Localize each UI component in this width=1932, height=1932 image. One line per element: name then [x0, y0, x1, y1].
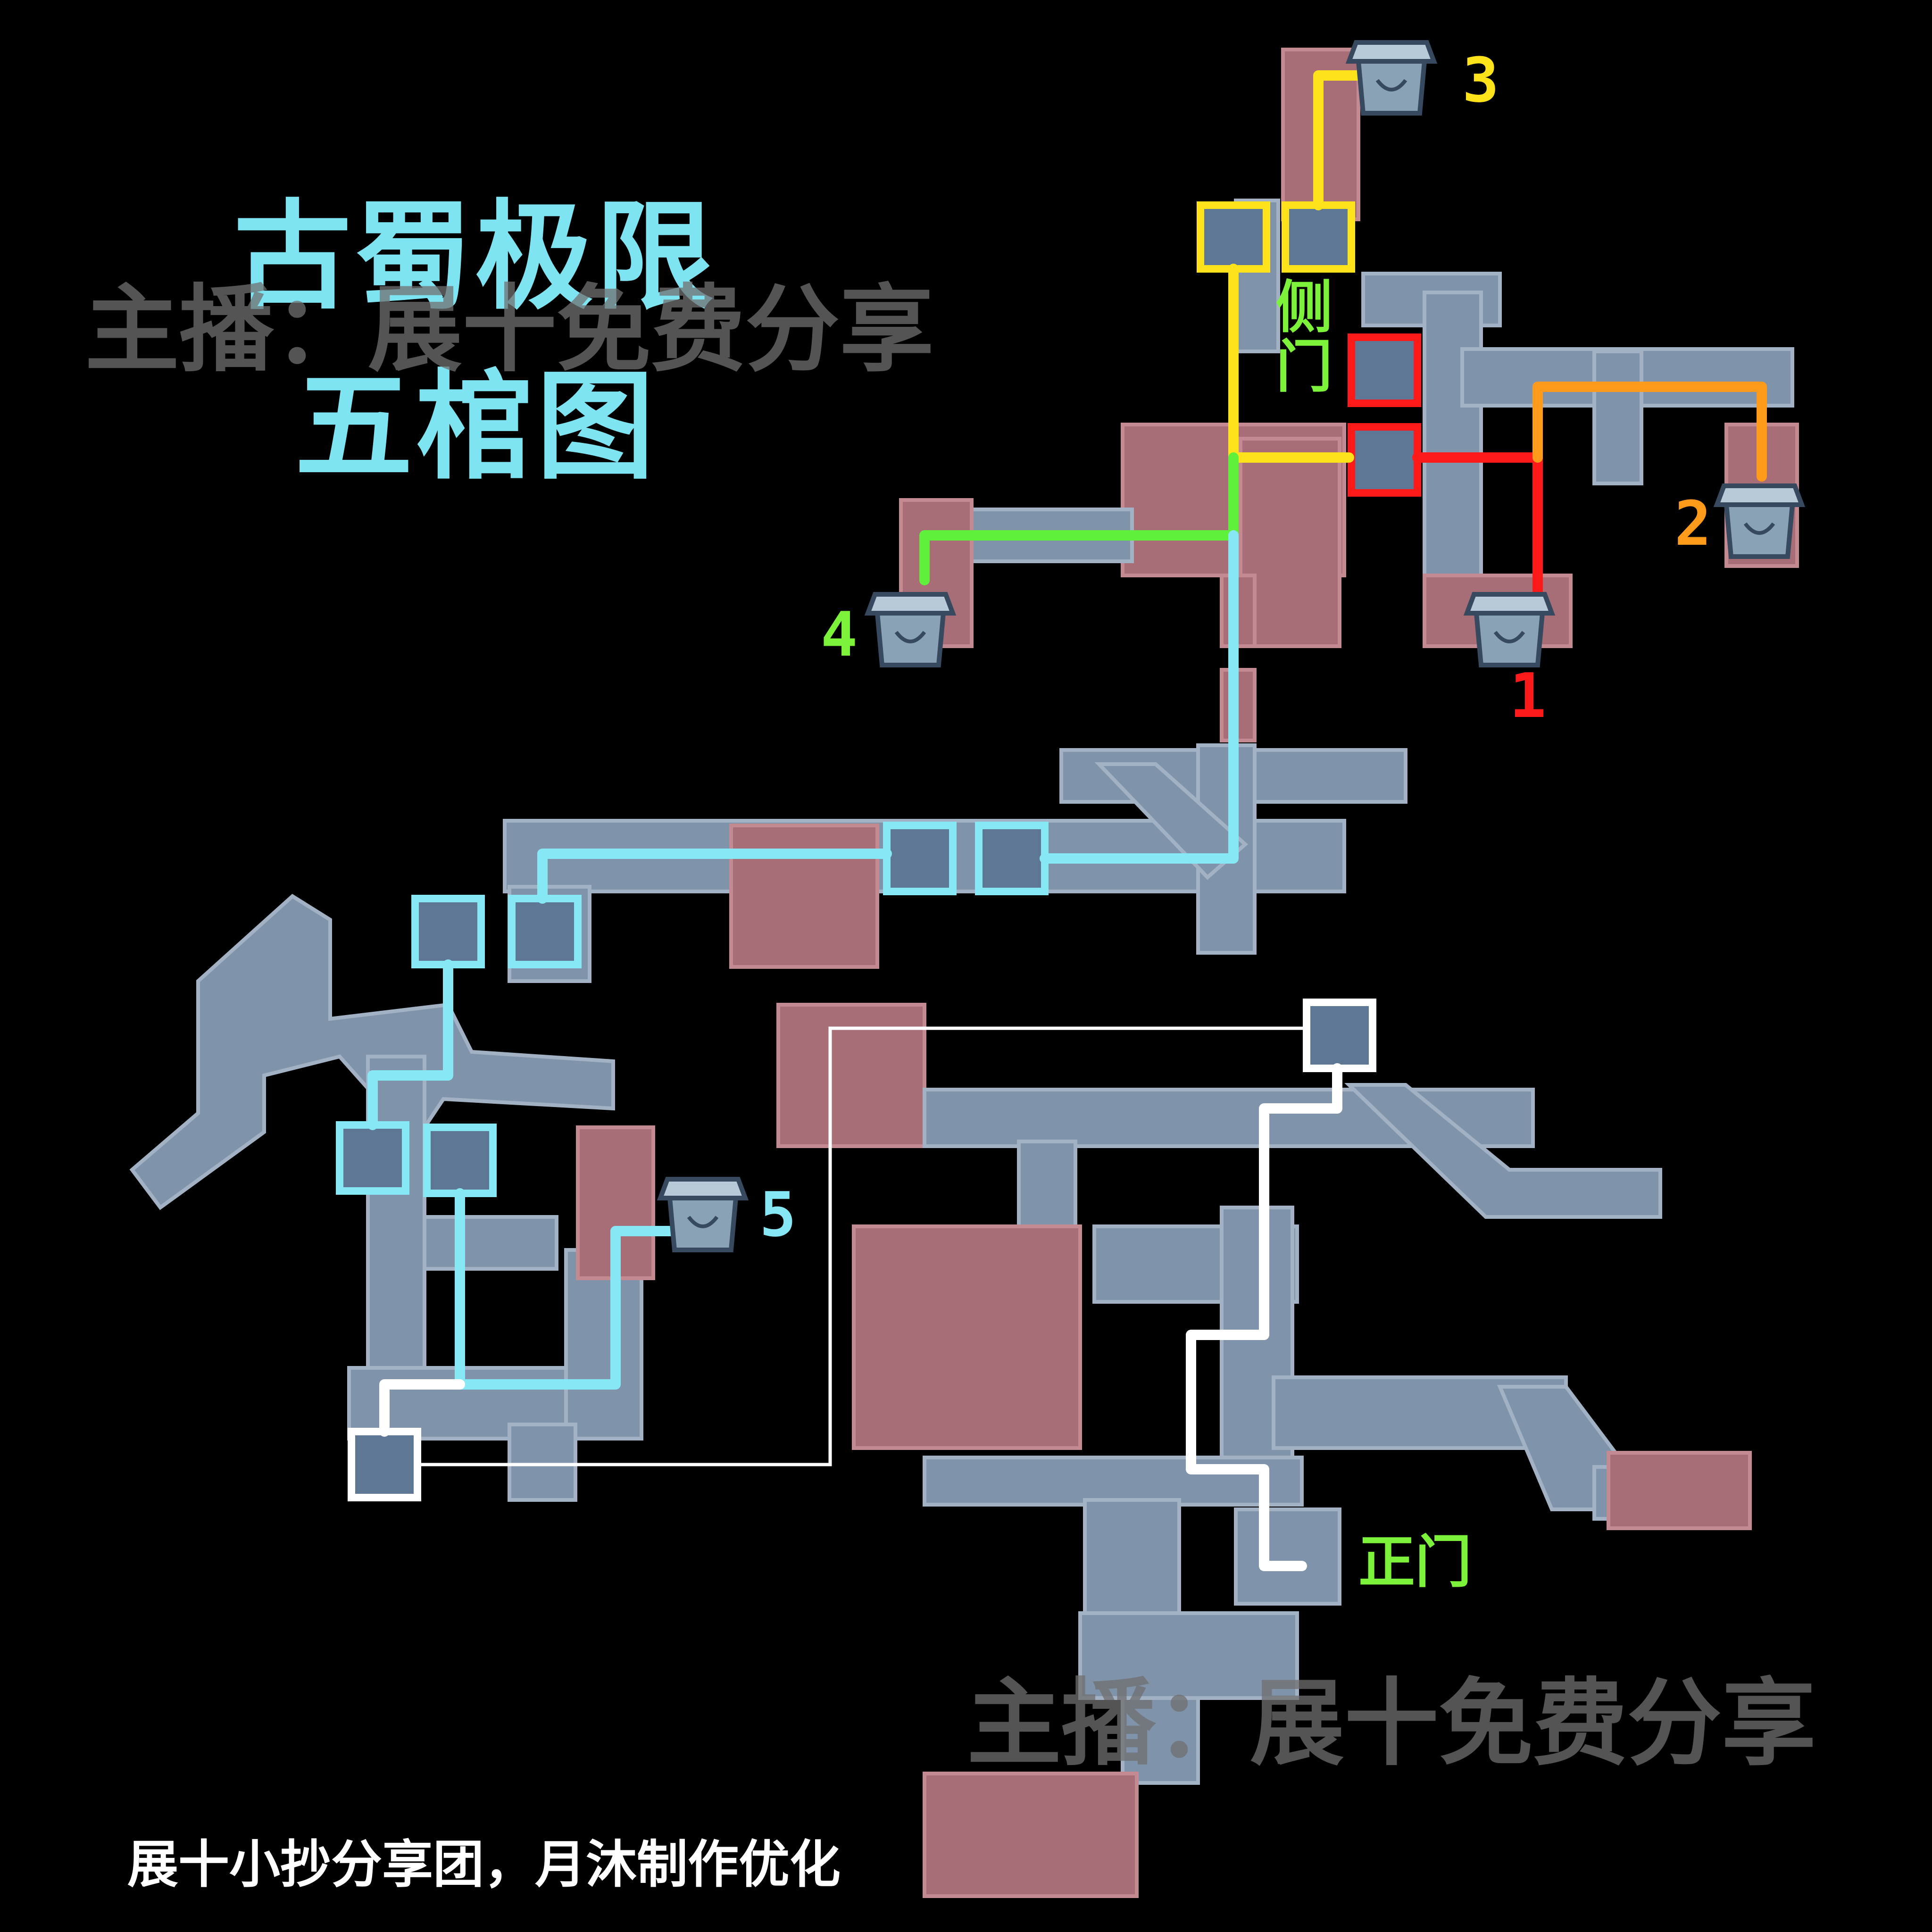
corridor-se-south	[923, 1456, 1304, 1507]
north-area	[899, 48, 1799, 742]
side-door-label: 侧门	[1276, 275, 1332, 400]
corridor-se-tail	[1121, 1696, 1200, 1785]
coffin-4-label: 4	[821, 599, 858, 670]
stair-box-red-2	[1348, 423, 1421, 497]
entry-path-east	[1186, 1063, 1342, 1571]
route-5-mid	[537, 849, 892, 904]
entry-path	[379, 1379, 465, 1437]
corridor-west-stub	[423, 1215, 558, 1271]
hall-south	[923, 1772, 1139, 1898]
map-title-line1: 古蜀极限	[233, 188, 716, 325]
corridor-se-vertical	[1220, 1206, 1294, 1502]
hall-southeast-big	[852, 1224, 1082, 1450]
corridor-mid-diagonal	[1094, 762, 1249, 880]
stair-box-cyan-6	[423, 1124, 497, 1197]
hall-southeast-nw	[776, 1003, 926, 1148]
stair-box-red-1	[1348, 333, 1421, 407]
watermark-top: 主播：展十免费分享	[85, 275, 934, 385]
corridor-se-diagonal	[1344, 1083, 1662, 1219]
hall-mid	[729, 824, 879, 969]
entry-outline	[410, 1026, 1335, 1466]
corridor-east-drop	[1423, 291, 1483, 577]
stair-box-cyan-5	[336, 1121, 409, 1195]
corridor-se-foot	[1083, 1498, 1181, 1624]
coffin-5-label: 5	[759, 1179, 797, 1250]
credit-text: 展十小抄分享团，月沐制作优化	[127, 1835, 841, 1894]
room-main-gate	[1234, 1507, 1341, 1606]
stair-box-white-2	[1303, 999, 1376, 1072]
coffin-1-label: 1	[1509, 660, 1547, 732]
stair-box-cyan-1	[883, 822, 957, 895]
route-5-path	[1040, 530, 1239, 864]
southeast-area	[776, 1003, 1752, 1898]
route-2-path	[1532, 382, 1767, 482]
route-4-path	[919, 452, 1239, 585]
stair-box-cyan-4	[508, 895, 582, 968]
corridor-west-foot	[508, 1423, 577, 1502]
coffin-5-icon[interactable]	[657, 1177, 749, 1252]
corridor-east-branch	[1592, 350, 1643, 485]
corridor-west-wing	[129, 894, 615, 1210]
coffin-3-icon[interactable]	[1345, 40, 1438, 116]
coffin-4-icon[interactable]	[864, 592, 957, 667]
stair-box-cyan-2	[975, 822, 1049, 895]
stair-box-white-1	[348, 1428, 421, 1501]
west-area	[129, 894, 655, 1502]
hall-southeast-east	[1607, 1451, 1752, 1530]
coffin-1-icon[interactable]	[1463, 592, 1556, 667]
corridor-se-bottom	[1078, 1611, 1299, 1700]
corridor-se-stub	[1017, 1140, 1077, 1238]
stair-box-cyan-3	[411, 895, 485, 968]
hall-central-east	[1239, 437, 1341, 648]
routes	[367, 70, 1767, 1571]
map-title-line2: 五棺图	[295, 358, 657, 495]
coffin-2-label: 2	[1674, 488, 1712, 559]
stair-box-yellow-1	[1197, 201, 1270, 273]
stair-box-yellow-2	[1282, 201, 1355, 273]
main-gate-label: 正门	[1358, 1530, 1472, 1595]
watermark-bottom: 主播：展十免费分享	[967, 1669, 1816, 1779]
route-3-path	[1313, 70, 1364, 210]
coffin-3-label: 3	[1462, 44, 1499, 116]
route-5-south	[455, 1188, 684, 1390]
coffin-2-icon[interactable]	[1713, 483, 1806, 559]
route-5-west	[367, 959, 453, 1130]
